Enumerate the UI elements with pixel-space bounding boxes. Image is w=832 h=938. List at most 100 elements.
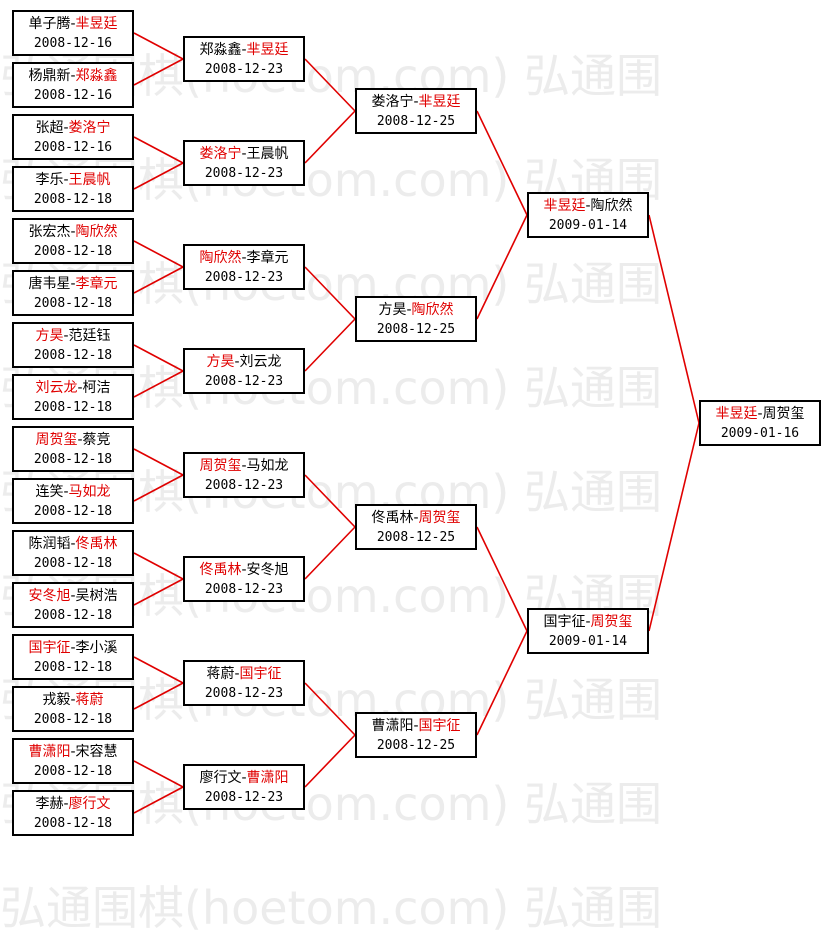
player-name: 娄洛宁	[199, 146, 242, 162]
bracket-lines	[133, 32, 700, 814]
match-players: 周贺玺-蔡竞	[14, 431, 132, 450]
match-box: 方昊-刘云龙 2008-12-23	[183, 348, 305, 394]
match-date: 2008-12-18	[33, 452, 113, 467]
player-name: 郑淼鑫	[199, 42, 242, 58]
match-players: 连笑-马如龙	[14, 483, 132, 502]
match-players: 李赫-廖行文	[14, 795, 132, 814]
bracket-connector	[304, 58, 356, 112]
player-name: 蒋蔚	[206, 666, 235, 682]
match-date: 2008-12-18	[33, 556, 113, 571]
player-name: 周贺玺	[590, 614, 633, 630]
player-name: 单子腾	[28, 16, 71, 32]
player-name: 安冬旭	[28, 588, 71, 604]
match-date: 2008-12-16	[33, 88, 113, 103]
match-date: 2008-12-23	[204, 582, 284, 597]
vs-separator: -	[70, 536, 76, 552]
vs-separator: -	[406, 302, 412, 318]
match-date: 2008-12-23	[204, 62, 284, 77]
vs-separator: -	[70, 276, 76, 292]
bracket-connector	[133, 58, 184, 86]
player-name: 陶欣然	[75, 224, 118, 240]
bracket-connector	[304, 526, 356, 580]
bracket-connector	[133, 760, 184, 788]
match-date: 2008-12-18	[33, 296, 113, 311]
player-name: 曹潇阳	[28, 744, 71, 760]
bracket-connector	[133, 552, 184, 580]
player-name: 刘云龙	[35, 380, 78, 396]
match-date: 2008-12-23	[204, 374, 284, 389]
bracket-connector	[304, 474, 356, 528]
match-date: 2008-12-18	[33, 504, 113, 519]
player-name: 曹潇阳	[246, 770, 289, 786]
player-name: 蔡竞	[82, 432, 111, 448]
match-players: 方昊-范廷钰	[14, 327, 132, 346]
match-players: 国宇征-李小溪	[14, 639, 132, 658]
match-box: 连笑-马如龙 2008-12-18	[12, 478, 134, 524]
bracket-connector	[133, 786, 184, 814]
player-name: 廖行文	[199, 770, 242, 786]
match-players: 方昊-刘云龙	[185, 353, 303, 372]
player-name: 安冬旭	[246, 562, 289, 578]
bracket-connector	[133, 266, 184, 294]
bracket-connector	[476, 110, 528, 216]
vs-separator: -	[63, 328, 69, 344]
bracket-connector	[133, 344, 184, 372]
bracket-connector	[476, 526, 528, 632]
match-players: 曹潇阳-国宇征	[357, 717, 475, 736]
player-name: 国宇征	[543, 614, 586, 630]
bracket-connector	[304, 318, 356, 372]
bracket-connector	[133, 448, 184, 476]
match-date: 2008-12-23	[204, 270, 284, 285]
player-name: 国宇征	[239, 666, 282, 682]
vs-separator: -	[63, 796, 69, 812]
bracket-connector	[304, 682, 356, 736]
bracket-connector	[648, 422, 700, 632]
match-box: 李乐-王晨帆 2008-12-18	[12, 166, 134, 212]
bracket-connector	[133, 32, 184, 60]
player-name: 马如龙	[246, 458, 289, 474]
vs-separator: -	[63, 172, 69, 188]
vs-separator: -	[413, 718, 419, 734]
bracket-connector	[304, 110, 356, 164]
match-date: 2008-12-25	[376, 114, 456, 129]
player-name: 李小溪	[75, 640, 118, 656]
match-date: 2009-01-16	[720, 426, 800, 441]
match-date: 2008-12-18	[33, 192, 113, 207]
vs-separator: -	[241, 770, 247, 786]
player-name: 娄洛宁	[68, 120, 111, 136]
match-date: 2008-12-18	[33, 400, 113, 415]
player-name: 宋容慧	[75, 744, 118, 760]
vs-separator: -	[241, 42, 247, 58]
player-name: 芈昱廷	[418, 94, 461, 110]
match-players: 佟禹林-周贺玺	[357, 509, 475, 528]
match-date: 2009-01-14	[548, 218, 628, 233]
match-players: 唐韦星-李章元	[14, 275, 132, 294]
player-name: 王晨帆	[246, 146, 289, 162]
player-name: 柯洁	[82, 380, 111, 396]
player-name: 范廷钰	[68, 328, 111, 344]
player-name: 唐韦星	[28, 276, 71, 292]
match-players: 安冬旭-吴树浩	[14, 587, 132, 606]
bracket-connector	[133, 370, 184, 398]
player-name: 王晨帆	[68, 172, 111, 188]
match-date: 2008-12-18	[33, 764, 113, 779]
player-name: 蒋蔚	[75, 692, 104, 708]
vs-separator: -	[70, 68, 76, 84]
bracket-connector	[133, 578, 184, 606]
player-name: 李乐	[35, 172, 64, 188]
vs-separator: -	[70, 692, 76, 708]
match-players: 廖行文-曹潇阳	[185, 769, 303, 788]
bracket-connector	[133, 136, 184, 164]
